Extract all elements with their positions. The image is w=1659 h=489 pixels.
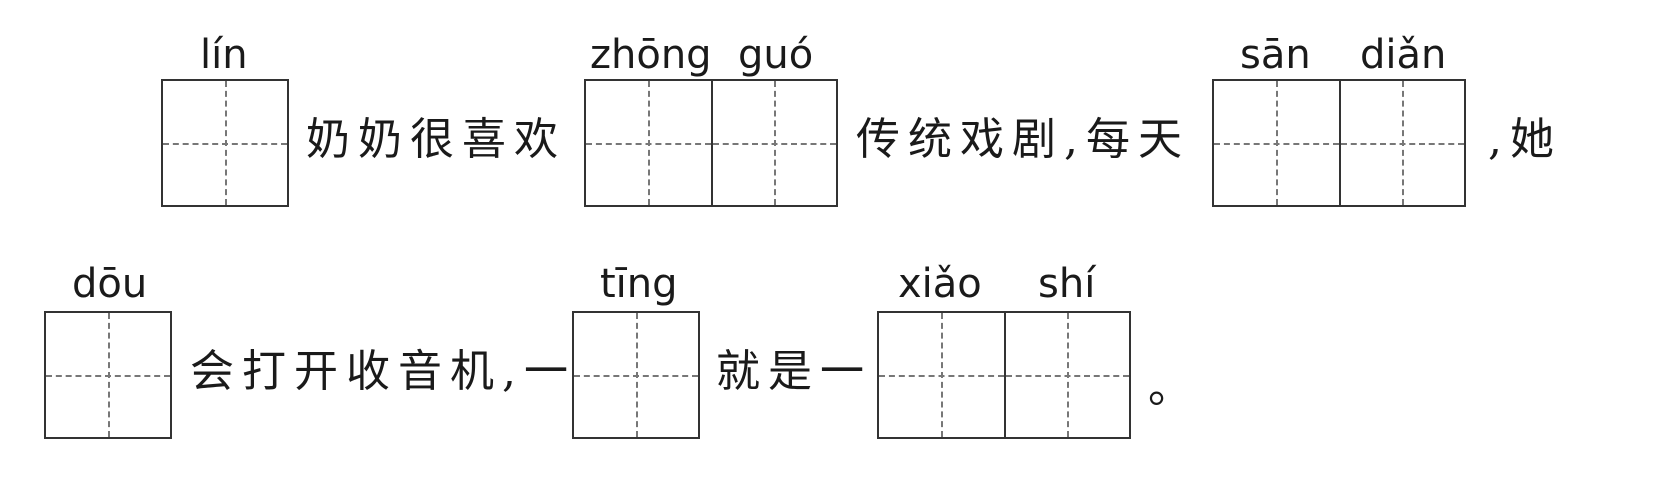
writing-cell[interactable] [1338,81,1465,205]
writing-box-lin[interactable] [161,79,289,207]
sentence-segment-5: 就是一 [716,346,872,397]
writing-box-xiaoshi[interactable] [877,311,1131,439]
writing-cell[interactable] [163,81,287,205]
pinyin-ting: tīng [600,261,678,307]
sentence-segment-2: 传统戏剧,每天 [856,114,1190,165]
sentence-segment-1: 奶奶很喜欢 [306,114,566,165]
writing-cell[interactable] [710,81,837,205]
pinyin-xiao: xiǎo [898,261,982,307]
writing-box-dou[interactable] [44,311,172,439]
sentence-segment-6: 。 [1148,362,1200,413]
writing-cell[interactable] [1214,81,1339,205]
writing-box-zhongguo[interactable] [584,79,838,207]
sentence-segment-3: ,她 [1488,114,1562,165]
pinyin-shi: shí [1038,261,1096,307]
pinyin-san: sān [1240,32,1311,78]
writing-cell[interactable] [879,313,1004,437]
pinyin-zhong: zhōng [590,32,712,78]
writing-cell[interactable] [574,313,698,437]
writing-box-sandian[interactable] [1212,79,1466,207]
writing-cell[interactable] [586,81,711,205]
sentence-segment-4: 会打开收音机,一 [190,346,576,397]
pinyin-guo: guó [738,32,814,78]
pinyin-dian: diǎn [1360,32,1447,78]
writing-cell[interactable] [46,313,170,437]
pinyin-lin: lín [200,32,248,78]
writing-box-ting[interactable] [572,311,700,439]
pinyin-dou: dōu [72,261,148,307]
writing-cell[interactable] [1003,313,1130,437]
